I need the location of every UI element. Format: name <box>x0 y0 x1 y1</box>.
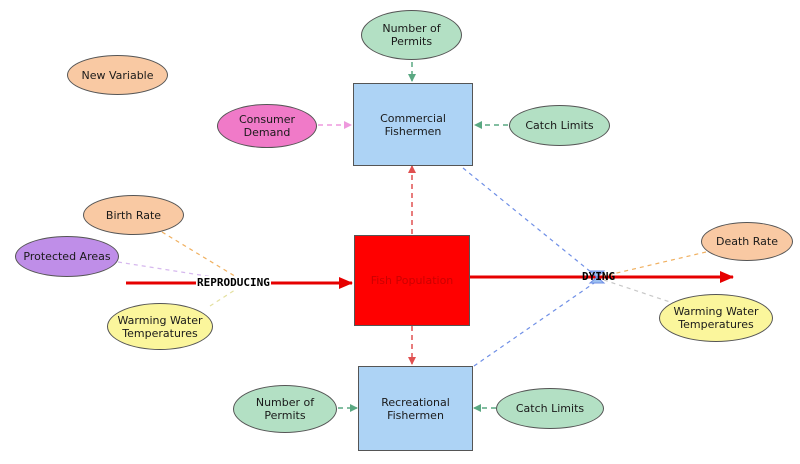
stock-commercial-fishermen[interactable]: Commercial Fishermen <box>353 83 473 166</box>
variable-death-rate[interactable]: Death Rate <box>701 222 793 261</box>
variable-birth-rate[interactable]: Birth Rate <box>83 195 184 235</box>
link-warming-to-reproducing[interactable] <box>209 287 239 307</box>
link-deathrate-to-dying[interactable] <box>603 251 707 277</box>
variable-number-of-permits-top[interactable]: Number of Permits <box>361 10 462 60</box>
link-birthrate-to-reproducing[interactable] <box>161 231 239 279</box>
dying-valve-icon[interactable] <box>588 270 606 284</box>
variable-new-variable[interactable]: New Variable <box>67 55 168 95</box>
link-commercial-to-dying[interactable] <box>462 167 598 278</box>
variable-consumer-demand[interactable]: Consumer Demand <box>217 104 317 148</box>
variable-catch-limits-bottom[interactable]: Catch Limits <box>496 388 604 429</box>
variable-catch-limits-top[interactable]: Catch Limits <box>509 105 610 146</box>
variable-warming-water-left[interactable]: Warming Water Temperatures <box>107 303 213 350</box>
link-warming-to-dying[interactable] <box>603 279 677 305</box>
flow-label-dying[interactable]: DYING <box>582 270 616 283</box>
variable-protected-areas[interactable]: Protected Areas <box>15 236 119 277</box>
variable-number-of-permits-bottom[interactable]: Number of Permits <box>233 385 337 433</box>
link-recreational-to-dying[interactable] <box>473 280 598 367</box>
stock-fish-population[interactable]: Fish Population <box>354 235 470 326</box>
variable-warming-water-right[interactable]: Warming Water Temperatures <box>659 294 773 342</box>
stock-recreational-fishermen[interactable]: Recreational Fishermen <box>358 366 473 451</box>
flow-label-reproducing[interactable]: REPRODUCING <box>196 276 271 289</box>
